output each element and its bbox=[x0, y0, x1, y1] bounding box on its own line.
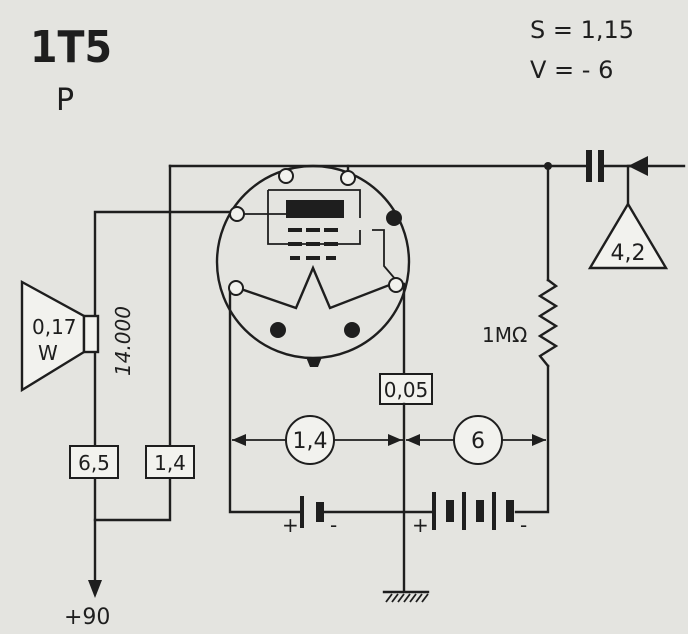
arrowhead-right bbox=[532, 434, 546, 446]
pin-bottom-left bbox=[270, 322, 286, 338]
speaker bbox=[20, 279, 100, 393]
tube-type-label: 1T5 bbox=[30, 22, 112, 73]
speaker-power-label: 0,17 bbox=[32, 315, 77, 339]
lower-left-wires bbox=[93, 476, 172, 522]
filament-voltage-circle bbox=[285, 415, 335, 465]
bias-voltage-label: 6 bbox=[471, 429, 485, 454]
pin-filament-left bbox=[228, 280, 244, 296]
filament-battery-minus: - bbox=[330, 513, 337, 537]
coupling-capacitor bbox=[586, 150, 604, 182]
pin-top-right bbox=[340, 170, 356, 186]
speaker-unit-label: W bbox=[38, 341, 58, 365]
junction-dot bbox=[544, 162, 552, 170]
filament-battery-plus: + bbox=[282, 513, 299, 537]
supply-label: +90 bbox=[64, 605, 110, 630]
bias-battery bbox=[432, 492, 514, 530]
pin-filament-right bbox=[388, 277, 404, 293]
arrowhead-mid-right bbox=[406, 434, 420, 446]
pin-bottom-right bbox=[344, 322, 360, 338]
arrowhead-mid-left bbox=[388, 434, 402, 446]
plate-current-label: 6,5 bbox=[78, 451, 110, 475]
right-bat-wire bbox=[514, 364, 550, 514]
tube-envelope bbox=[215, 164, 411, 360]
grid-feed-wire bbox=[93, 210, 232, 318]
pin-grid bbox=[229, 206, 245, 222]
tube-mode-label: P bbox=[56, 83, 74, 118]
filament-battery bbox=[300, 496, 324, 528]
grid-current-box bbox=[379, 373, 433, 405]
speaker-impedance-label: 14.000 bbox=[111, 306, 135, 376]
grid-current-label: 0,05 bbox=[384, 378, 429, 402]
bias-voltage-circle bbox=[453, 415, 503, 465]
filament-voltage-label: 1,4 bbox=[293, 429, 328, 454]
arrowhead-left bbox=[232, 434, 246, 446]
plate-current-box bbox=[69, 445, 119, 479]
tube-electrodes bbox=[236, 189, 397, 310]
tube-key bbox=[306, 357, 322, 367]
pin-screen bbox=[386, 210, 402, 226]
screen-current-box bbox=[145, 445, 195, 479]
resistor-label: 1MΩ bbox=[482, 323, 527, 347]
bias-battery-minus: - bbox=[520, 513, 527, 537]
supply-arrow bbox=[88, 580, 102, 598]
pin-top-left bbox=[278, 168, 294, 184]
input-arrow-head bbox=[628, 156, 648, 176]
input-voltage-label: 4,2 bbox=[611, 241, 646, 266]
resistor-1meg bbox=[537, 278, 559, 368]
slope-param: S = 1,15 bbox=[530, 16, 634, 44]
screen-current-label: 1,4 bbox=[154, 451, 186, 475]
bias-battery-plus: + bbox=[412, 513, 429, 537]
ground-symbol bbox=[382, 590, 430, 603]
filament-left-wire bbox=[228, 290, 302, 514]
input-signal-triangle bbox=[587, 201, 669, 270]
bias-param: V = - 6 bbox=[530, 56, 613, 84]
